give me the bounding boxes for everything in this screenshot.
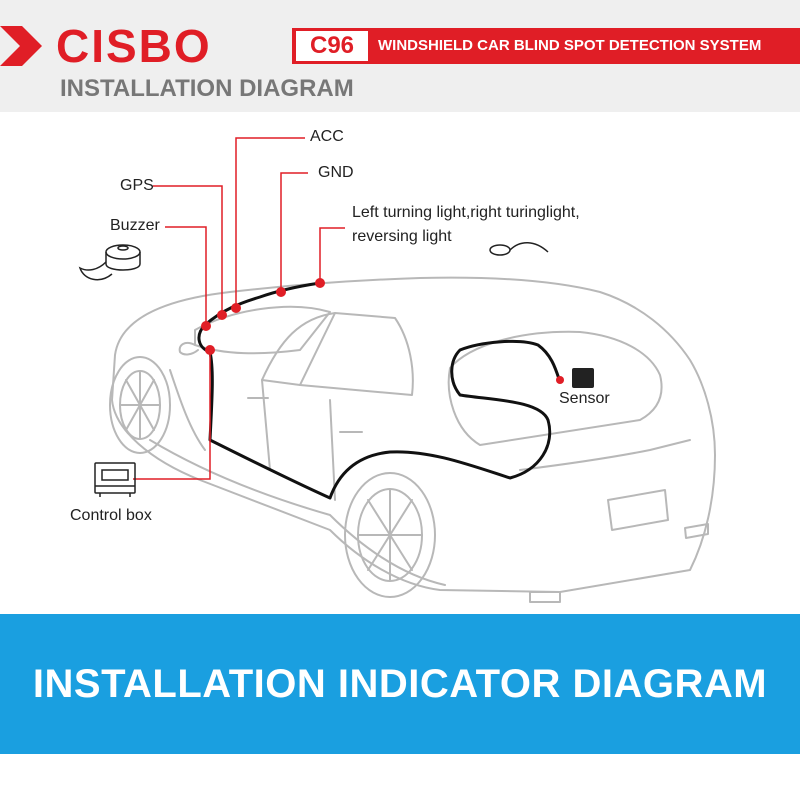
gps-connection-dot (217, 310, 227, 320)
control-box-connection-dot (205, 345, 215, 355)
brand-chevron-icon (0, 26, 42, 66)
label-acc: ACC (310, 128, 344, 145)
label-gnd: GND (318, 164, 354, 181)
buzzer-connection-dot (201, 321, 211, 331)
control-box-icon (94, 462, 136, 497)
label-lights-line2: reversing light (352, 228, 452, 245)
footer-title: INSTALLATION INDICATOR DIAGRAM (32, 662, 768, 706)
footer-banner: INSTALLATION INDICATOR DIAGRAM (0, 614, 800, 754)
acc-connection-dot (231, 303, 241, 313)
label-buzzer: Buzzer (110, 217, 160, 234)
label-gps: GPS (120, 177, 154, 194)
car-outline (109, 276, 716, 603)
label-sensor: Sensor (559, 390, 610, 407)
wiring-harness (197, 281, 562, 500)
car-illustration (78, 137, 716, 603)
product-title: WINDSHIELD CAR BLIND SPOT DETECTION SYST… (378, 37, 762, 54)
model-badge (296, 31, 368, 61)
connection-points (201, 278, 564, 384)
label-control-box: Control box (70, 507, 152, 524)
light-sensor-icon (489, 242, 549, 256)
header-band: CISBO C96 WINDSHIELD CAR BLIND SPOT DETE… (0, 0, 800, 112)
page-subtitle: INSTALLATION DIAGRAM (60, 75, 354, 102)
sensor-icon (572, 368, 594, 388)
product-title-bar (292, 28, 800, 64)
gnd-connection-dot (276, 287, 286, 297)
buzzer-icon (78, 244, 141, 281)
lights-connection-dot (315, 278, 325, 288)
model-number: C96 (309, 32, 355, 59)
installation-diagram: ACC GPS GND Buzzer Left turning light,ri… (0, 112, 800, 612)
brand-logo: CISBO (56, 20, 212, 72)
callout-lines (133, 137, 345, 480)
sensor-connection-dot (556, 376, 564, 384)
label-lights-line1: Left turning light,right turinglight, (352, 204, 580, 221)
